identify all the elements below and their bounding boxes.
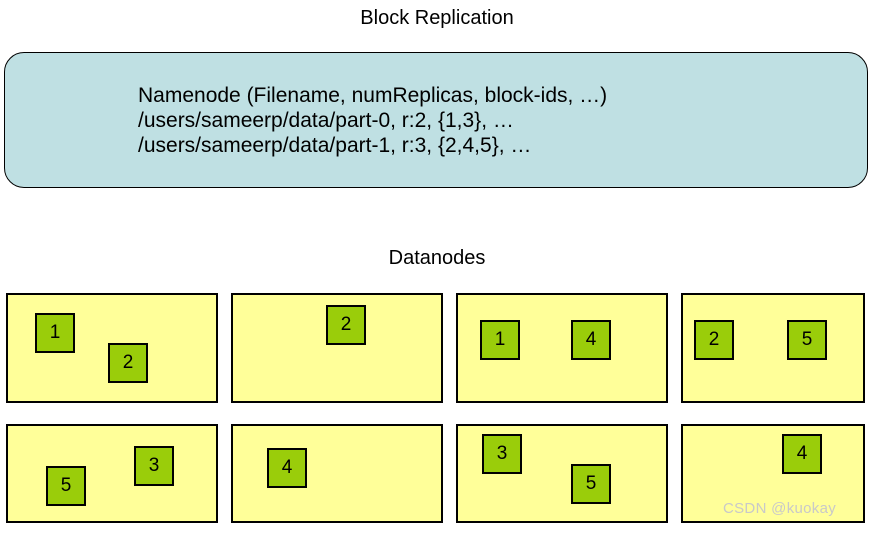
block-replica-5: 5: [787, 320, 827, 360]
block-replica-3: 3: [482, 434, 522, 474]
block-replica-2: 2: [108, 343, 148, 383]
block-replica-3: 3: [134, 446, 174, 486]
block-replica-5: 5: [46, 466, 86, 506]
page-title: Block Replication: [360, 7, 514, 29]
watermark: CSDN @kuokay: [723, 500, 837, 517]
datanodes-section-title: Datanodes: [388, 247, 486, 269]
block-replica-1: 1: [35, 313, 75, 353]
block-replica-5: 5: [571, 464, 611, 504]
block-replica-4: 4: [267, 448, 307, 488]
block-replica-2: 2: [694, 320, 734, 360]
namenode-box: Namenode (Filename, numReplicas, block-i…: [4, 52, 868, 188]
block-replica-1: 1: [480, 320, 520, 360]
datanode-6: 4: [231, 424, 443, 523]
namenode-line-file-0: /users/sameerp/data/part-0, r:2, {1,3}, …: [138, 109, 514, 132]
namenode-metadata-text: Namenode (Filename, numReplicas, block-i…: [138, 83, 607, 158]
block-replica-2: 2: [326, 305, 366, 345]
block-replica-4: 4: [571, 320, 611, 360]
namenode-line-header: Namenode (Filename, numReplicas, block-i…: [138, 84, 608, 107]
block-replica-4: 4: [782, 434, 822, 474]
datanode-2: 2: [231, 293, 443, 403]
namenode-line-file-1: /users/sameerp/data/part-1, r:3, {2,4,5}…: [138, 134, 532, 157]
datanode-8: 4: [681, 424, 865, 523]
